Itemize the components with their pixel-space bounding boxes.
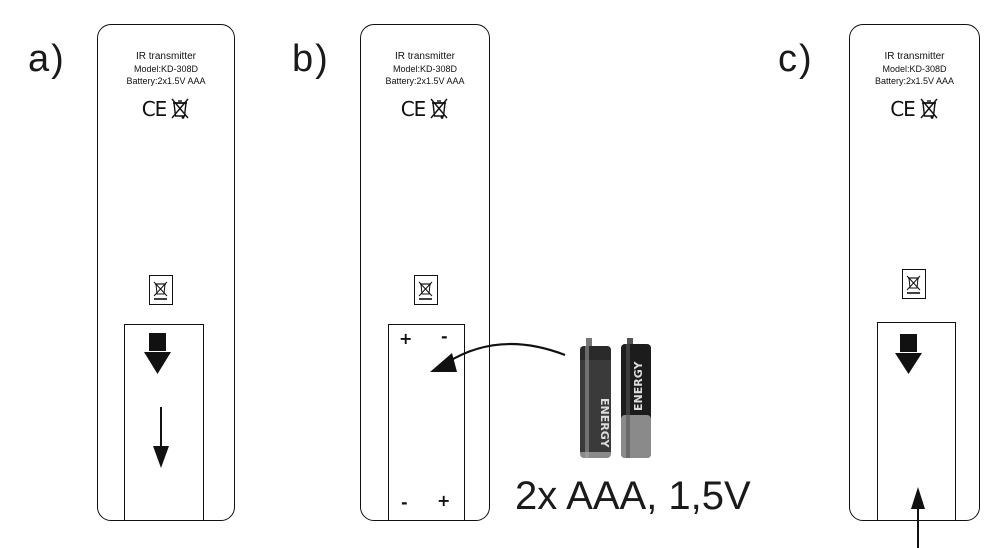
up-arrow-icon [911,487,925,548]
remote-title: IR transmitter [394,51,455,62]
remote-model: Model:KD-308D [133,64,199,74]
step-b-label: b) [292,38,330,80]
remote-battery-spec: Battery:2x1.5V AAA [385,76,465,86]
weee-bin-icon [171,98,189,119]
polarity-plus-top: + [399,329,413,348]
ce-mark-icon: CE [890,97,916,121]
remote-a-info: IR transmitter Model:KD-308D Battery:2x1… [98,51,234,87]
polarity-plus-bottom: + [437,491,451,510]
step-c-label: c) [778,38,814,80]
battery-icon: ENERGY [580,338,611,458]
down-arrow-icon [895,334,922,374]
remote-a: IR transmitter Model:KD-308D Battery:2x1… [97,24,235,521]
weee-bin-icon [906,275,921,294]
weee-label-box [902,269,926,299]
remote-title: IR transmitter [884,51,945,62]
remote-c-marks: CE [850,97,979,121]
battery-icon: ENERGY [621,338,651,458]
battery-brand-label: ENERGY [598,398,611,448]
ce-mark-icon: CE [141,97,168,121]
weee-bin-icon [920,98,938,119]
weee-bin-icon [418,281,433,300]
step-a-label: a) [28,38,66,80]
ce-mark-icon: CE [400,97,427,121]
battery-caption: 2x AAA, 1,5V [515,474,751,518]
remote-b-info: IR transmitter Model:KD-308D Battery:2x1… [361,51,489,87]
remote-a-marks: CE [98,97,234,121]
remote-battery-spec: Battery:2x1.5V AAA [874,76,955,86]
weee-label-box [149,275,173,305]
remote-title: IR transmitter [135,51,196,62]
remote-c: IR transmitter Model:KD-308D Battery:2x1… [849,24,980,521]
weee-bin-icon [430,98,448,119]
remote-model: Model:KD-308D [392,64,458,74]
battery-brand-label: ENERGY [632,361,645,411]
remote-model: Model:KD-308D [882,64,947,74]
polarity-minus-top: - [441,327,448,346]
weee-bin-icon [153,281,168,300]
curved-arrow-icon [430,342,566,372]
remote-battery-spec: Battery:2x1.5V AAA [126,76,206,86]
polarity-minus-bottom: - [401,493,408,512]
remote-c-info: IR transmitter Model:KD-308D Battery:2x1… [850,51,979,87]
down-arrow-icon [153,407,169,468]
down-arrow-icon [144,333,171,374]
weee-label-box [414,275,438,305]
remote-b-marks: CE [361,97,489,121]
